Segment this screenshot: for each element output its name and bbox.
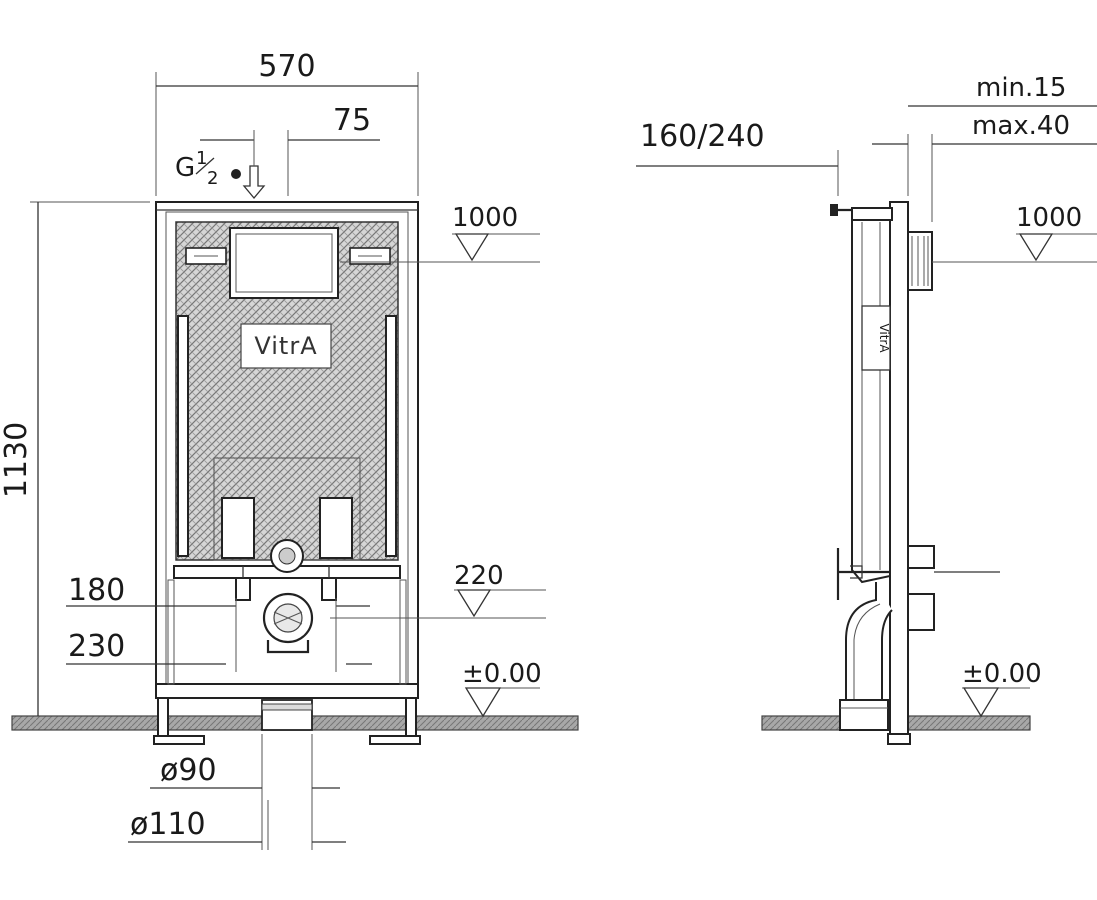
dim-570: 570 — [258, 49, 315, 84]
flush-opening — [229, 227, 339, 299]
brand-logo-plate — [240, 323, 332, 369]
front-bottom-rail — [155, 683, 419, 699]
side-view: VitrA — [761, 201, 1031, 745]
brand-logo: VitrA — [254, 332, 317, 360]
dim-180: 180 — [68, 573, 125, 608]
level-floor: ±0.00 — [462, 659, 542, 689]
dim-dia-110: ø110 — [130, 807, 206, 842]
level-1000-marker-icon — [454, 233, 490, 262]
side-frame-post — [889, 201, 909, 739]
side-level-1000-marker-icon — [1018, 233, 1054, 262]
cistern-body — [175, 221, 399, 561]
dim-1130: 1130 — [0, 422, 34, 498]
front-dimensions: 570 75 G 1 2 1130 1000 220 ±0.00 — [0, 49, 546, 850]
level-floor-marker-icon — [464, 687, 502, 718]
dim-230: 230 — [68, 629, 125, 664]
foot-right — [405, 697, 417, 739]
front-view: VitrA — [11, 165, 579, 745]
dim-75: 75 — [333, 103, 371, 138]
dim-160-240: 160/240 — [640, 119, 765, 154]
side-flush-pipe — [845, 582, 893, 701]
dim-min-15: min.15 — [976, 73, 1066, 103]
foot-left — [157, 697, 169, 739]
side-level-1000: 1000 — [1016, 203, 1082, 233]
side-label: VitrA — [877, 323, 891, 353]
inlet-thread-den: 2 — [207, 168, 218, 189]
dim-max-40: max.40 — [972, 111, 1070, 141]
level-1000: 1000 — [452, 203, 518, 233]
side-level-floor: ±0.00 — [962, 659, 1042, 689]
side-label-plate — [861, 305, 891, 371]
level-220: 220 — [454, 561, 504, 591]
side-dimensions: 160/240 min.15 max.40 1000 ±0.00 — [636, 73, 1097, 718]
inlet-thread-g: G — [175, 153, 195, 183]
inlet-thread-num: 1 — [196, 148, 207, 169]
dim-dia-90: ø90 — [160, 753, 217, 788]
level-220-marker-icon — [456, 589, 492, 618]
inlet-arrow-icon — [242, 165, 266, 200]
side-cistern — [851, 207, 891, 584]
side-level-floor-marker-icon — [962, 687, 1000, 718]
